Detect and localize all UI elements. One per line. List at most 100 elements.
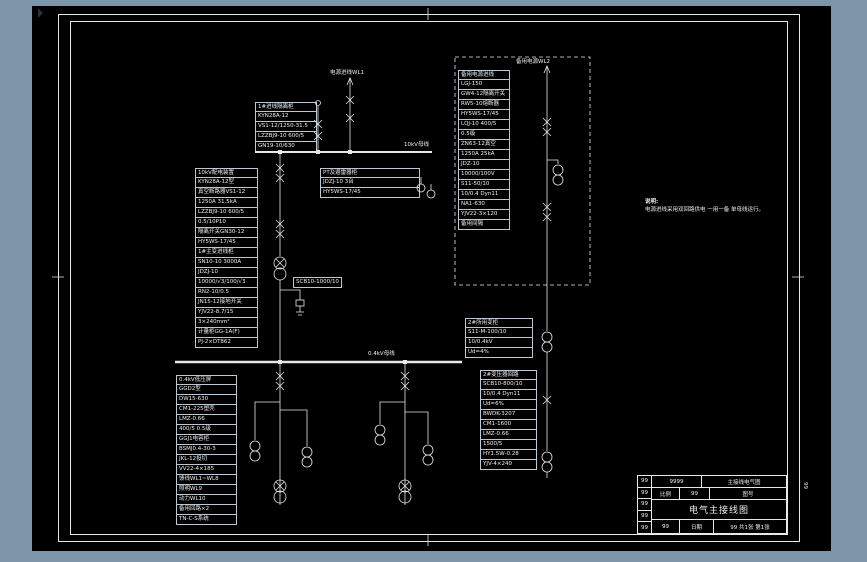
label-row: GW4-12隔离开关 <box>458 90 510 100</box>
bottom-cell: 99 <box>652 520 680 533</box>
label-row: YJV22-8.7/15 <box>195 308 258 318</box>
label-row: 2#所用变柜 <box>465 318 533 328</box>
title-block-cell: 99 <box>638 499 651 511</box>
label-row: 1500/5 <box>480 440 537 450</box>
label-row: 10000/100V <box>458 170 510 180</box>
label-row: BSMJ0.4-30-3 <box>176 445 237 455</box>
label-row: ZN63-12真空 <box>458 140 510 150</box>
label-row: BWDK-3207 <box>480 410 537 420</box>
label-row: VS1-12/1250-31.5 <box>255 122 317 132</box>
incoming-line-label: 电源进线WL1 <box>330 70 365 76</box>
title-block-cell: 99 <box>638 488 651 500</box>
label-row: 10/0.4 Dyn11 <box>480 390 537 400</box>
label-row: JDZJ-10 3台 <box>320 178 420 188</box>
label-row: JKL-12投切 <box>176 455 237 465</box>
label-row: 1#主变进线柜 <box>195 248 258 258</box>
cursor-mark <box>38 8 43 18</box>
label-row: 3×240mm² <box>195 318 258 328</box>
title-block-row: 电气主接线图 <box>652 500 786 520</box>
title-block-row: 99 日期 99 共1张 第1张 <box>652 520 786 533</box>
label-row: 备用回路×2 <box>176 505 237 515</box>
label-row: YJV22-3×120 <box>458 210 510 220</box>
bottom-cell: 日期 <box>680 520 714 533</box>
label-row: CM1-1600 <box>480 420 537 430</box>
label-row: LZZBJ9-10 600/5 <box>255 132 317 142</box>
label-row: YJV-4×240 <box>480 460 537 470</box>
label-row: 1250A 25kA <box>458 150 510 160</box>
project-name: 主接线电气图 <box>727 479 761 486</box>
title-block-left-column: 99 99 99 99 99 <box>638 476 652 533</box>
label-row: KYN28A-12 <box>255 112 317 122</box>
title-block-cell: 99 <box>638 476 651 488</box>
label-row: HY5WS-17/45 <box>320 188 420 198</box>
transformer-label: SCB10-1000/10 <box>293 277 342 288</box>
sheet-side-mark: 99 <box>802 482 808 489</box>
label-row: 10000/√3/100/√3 <box>195 278 258 288</box>
label-row: S11-50/10 <box>458 180 510 190</box>
label-row: Ud=6% <box>480 400 537 410</box>
label-row: CM1-225塑壳 <box>176 405 237 415</box>
label-row: LQJ-10 400/5 <box>458 120 510 130</box>
label-row: JDZ-10 <box>458 160 510 170</box>
label-row: RW5-10熔断器 <box>458 100 510 110</box>
title-block-row: 比例 99 图号 <box>652 488 786 500</box>
label-row: SCB10-800/10 <box>480 380 537 390</box>
title-block-row: 9999 主接线电气图 <box>652 476 786 488</box>
label-row: TN-C-S系统 <box>176 515 237 525</box>
busbar2-label: 0.4kV母线 <box>368 351 395 357</box>
label-row: GGD2型 <box>176 385 237 395</box>
label-row: 隔离开关GN30-12 <box>195 228 258 238</box>
label-row: HY5WS-17/45 <box>195 238 258 248</box>
label-row: SN10-10 3000A <box>195 258 258 268</box>
bottom-cell: 99 共1张 第1张 <box>730 524 770 531</box>
scale-value: 99 <box>680 488 710 499</box>
label-row: 0.4kV低压屏 <box>176 375 237 385</box>
title-block-body: 9999 主接线电气图 比例 99 图号 电气主接线图 99 日期 99 共1张… <box>652 476 786 533</box>
title-block-cell: 99 <box>638 511 651 523</box>
label-row: S11-M-100/10 <box>465 328 533 338</box>
project-code: 9999 <box>652 476 702 487</box>
label-row: VV22-4×185 <box>176 465 237 475</box>
title-block-cell: 99 <box>641 524 648 531</box>
label-row: Ud=4% <box>465 348 533 358</box>
label-row: PJ-2×DT862 <box>195 338 258 348</box>
label-row: LMZ-0.66 <box>176 415 237 425</box>
label-row: JN15-12接地开关 <box>195 298 258 308</box>
label-row: 10kV配电装置 <box>195 168 258 178</box>
label-row: 1#进线隔离柜 <box>255 102 317 112</box>
label-row: 0.5/10P10 <box>195 218 258 228</box>
label-row: LGJ-150 <box>458 80 510 90</box>
label-row: 10/0.4 Dyn11 <box>458 190 510 200</box>
label-row: 真空断路器VS1-12 <box>195 188 258 198</box>
label-row: 2#变压器回路 <box>480 370 537 380</box>
label-row: 计量柜GG-1A(F) <box>195 328 258 338</box>
label-row: HY5WS-17/45 <box>458 110 510 120</box>
notes-heading: 说明: <box>645 199 659 205</box>
sheet-number-label: 图号 <box>742 491 754 498</box>
label-row: KYN28A-12型 <box>195 178 258 188</box>
label-row: JDZJ-10 <box>195 268 258 278</box>
label-row: 动力WL10 <box>176 495 237 505</box>
label-row: RN2-10/0.5 <box>195 288 258 298</box>
title-block: 99 99 99 99 99 9999 主接线电气图 比例 99 图号 电气主接… <box>637 475 787 534</box>
busbar1-label: 10kV母线 <box>404 142 429 148</box>
label-row: 馈线WL1~WL8 <box>176 475 237 485</box>
label-row: HY1.5W-0.28 <box>480 450 537 460</box>
label-row: DW15-630 <box>176 395 237 405</box>
label-row: GN19-10/630 <box>255 142 317 152</box>
label-row: 备用电源进线 <box>458 70 510 80</box>
label-row: 照明WL9 <box>176 485 237 495</box>
label-row: 0.5级 <box>458 130 510 140</box>
drawing-title: 电气主接线图 <box>688 506 749 516</box>
notes-line: 电源进线采用双回路供电 一用一备 单母线运行。 <box>645 207 764 213</box>
scale-label: 比例 <box>652 488 680 499</box>
spare-line-label: 备用电源WL2 <box>516 59 551 65</box>
label-row: 10/0.4kV <box>465 338 533 348</box>
